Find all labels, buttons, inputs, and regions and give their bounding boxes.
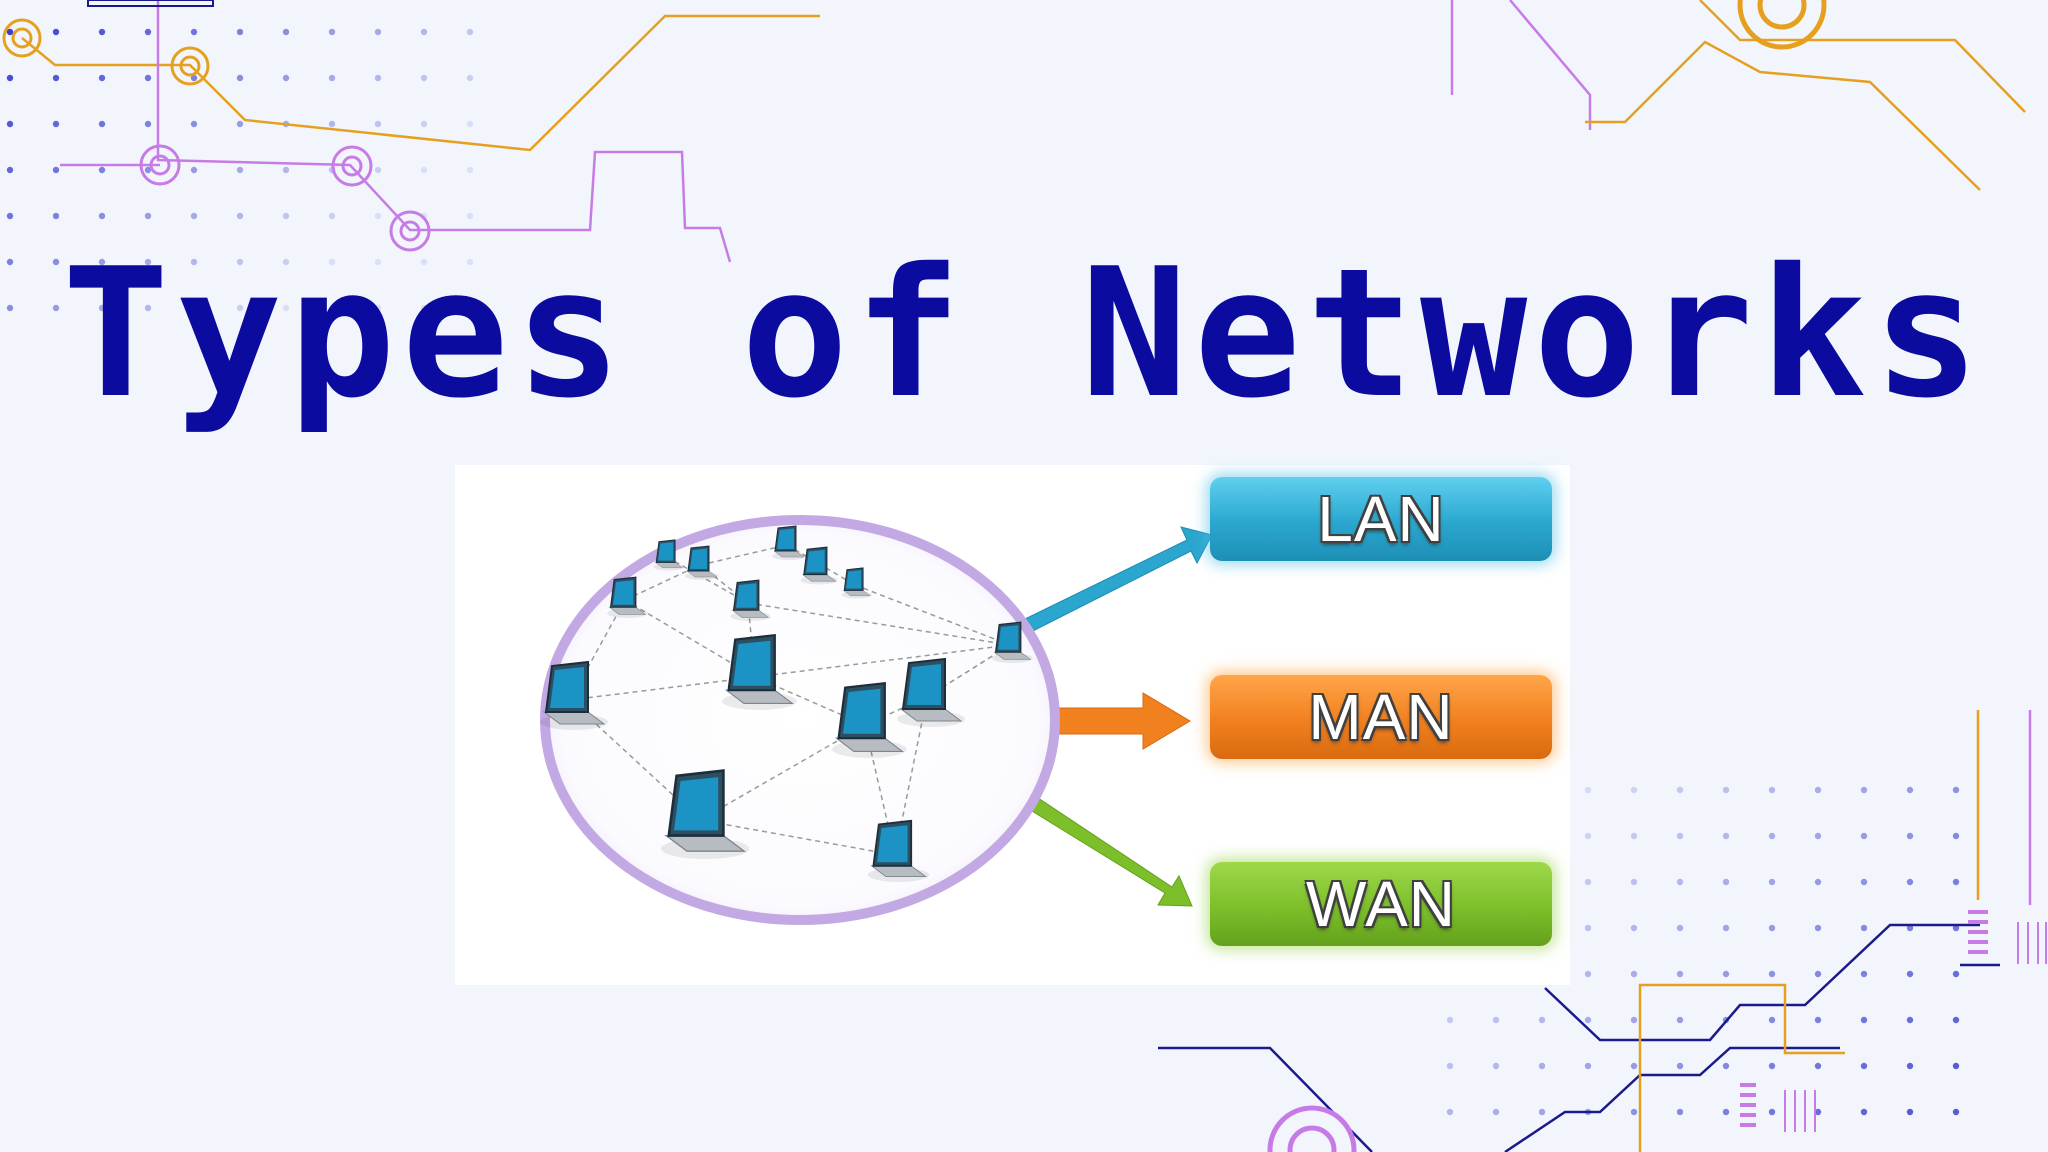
laptop-icon [540, 660, 608, 730]
laptop-icon [653, 539, 685, 571]
circuit-node-icon [2, 18, 431, 252]
network-link [624, 599, 756, 678]
laptop-icon [832, 681, 907, 758]
laptop-icon [661, 769, 750, 859]
network-link [666, 556, 749, 604]
arrow-icon [1022, 526, 1213, 634]
circuit-lines-top-right [1450, 0, 2026, 191]
network-link [699, 544, 788, 566]
laptop-icon [772, 525, 806, 560]
network-link [854, 584, 1011, 646]
laptop-icon [685, 545, 719, 580]
network-link [754, 644, 1011, 678]
network-link [699, 724, 866, 821]
laptop-icon [800, 546, 838, 585]
dot-grid-top-left [6, 28, 474, 312]
wan-label: WAN [1210, 862, 1552, 946]
network-link [699, 819, 896, 856]
laptop-nodes [540, 525, 1033, 882]
network-types-diagram: LAN MAN WAN [455, 465, 1570, 985]
laptop-icon [868, 819, 930, 882]
laptop-icon [992, 621, 1033, 663]
laptop-icon [730, 579, 771, 621]
laptop-icon [841, 567, 873, 599]
arrow-icon [1042, 692, 1191, 750]
lan-label: LAN [1210, 477, 1552, 561]
circuit-lines-bottom-right [1158, 710, 2047, 1152]
slide-title: Types of Networks [62, 230, 1986, 437]
man-label: MAN [1210, 675, 1552, 759]
network-illustration [540, 515, 1213, 925]
laptop-icon [607, 576, 648, 618]
network-link [624, 564, 701, 601]
network-link [569, 676, 756, 701]
laptop-icon [897, 657, 965, 727]
laptop-icon [722, 633, 797, 710]
circuit-lines-top-left [21, 0, 820, 263]
arrow-icon [1026, 795, 1193, 907]
